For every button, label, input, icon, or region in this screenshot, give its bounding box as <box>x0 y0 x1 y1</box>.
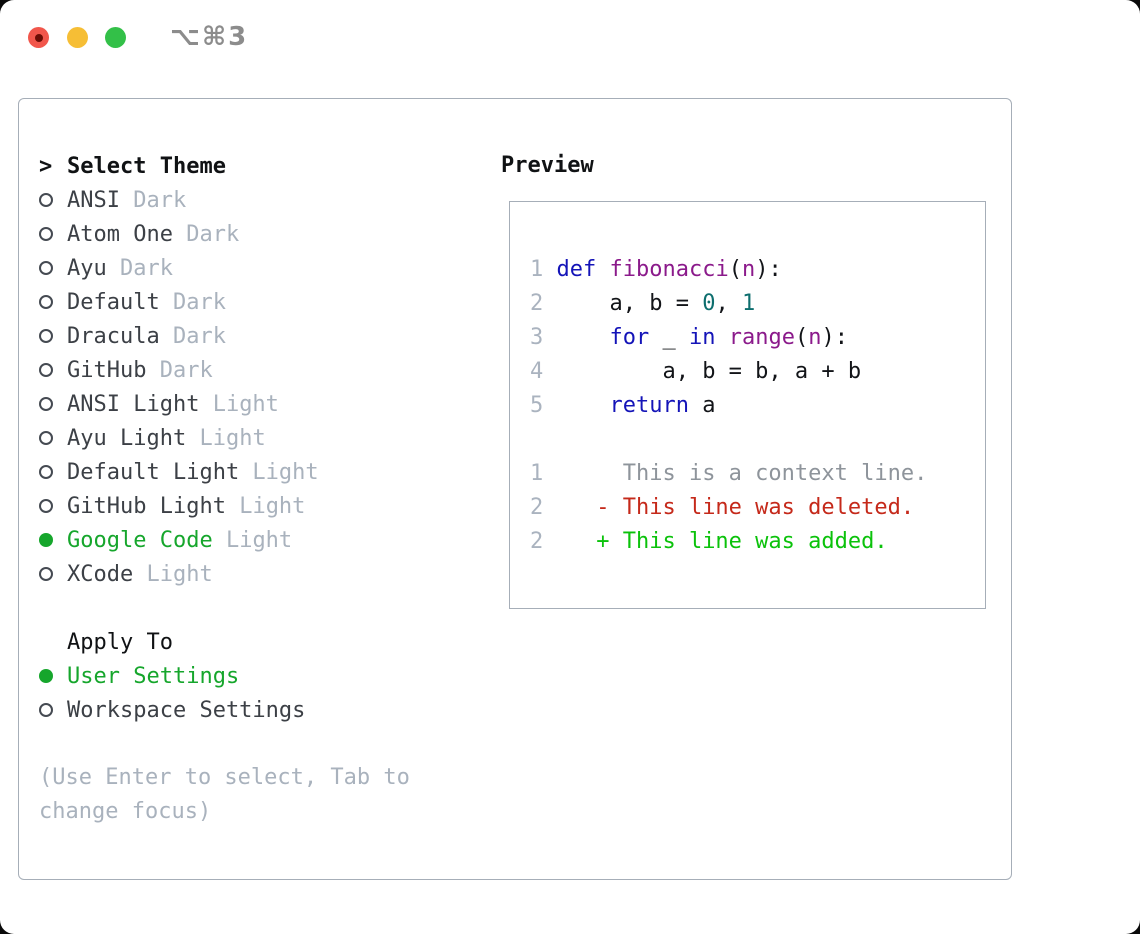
theme-variant-label: Light <box>212 527 293 553</box>
option-label: Ayu Light <box>67 425 187 451</box>
code-line <box>530 423 927 457</box>
minimize-window-button[interactable] <box>67 27 88 48</box>
radio-selected-icon <box>39 669 67 683</box>
theme-option-github-light[interactable]: GitHub Light Light <box>39 489 410 523</box>
zoom-window-button[interactable] <box>105 27 126 48</box>
theme-variant-label: Light <box>199 391 279 417</box>
theme-variant-label: Light <box>133 561 213 587</box>
option-label: ANSI Light <box>67 391 200 417</box>
theme-option-github[interactable]: GitHub Dark <box>39 353 410 387</box>
spacer <box>39 727 410 761</box>
theme-option-google-code[interactable]: Google Code Light <box>39 523 410 557</box>
code-line: 3 for _ in range(n): <box>530 325 848 350</box>
option-label: User Settings <box>67 663 240 689</box>
theme-variant-label: Dark <box>106 255 173 281</box>
code-line: 2 - This line was deleted. <box>530 495 915 520</box>
apply-option-workspace-settings[interactable]: Workspace Settings <box>39 693 410 727</box>
apply-to-header: Apply To <box>39 625 410 659</box>
focus-caret-icon: > <box>39 153 53 179</box>
option-label: Default <box>67 289 160 315</box>
close-window-button[interactable] <box>28 27 49 48</box>
theme-variant-label: Dark <box>172 221 240 247</box>
option-label: Dracula <box>67 323 160 349</box>
theme-option-default[interactable]: Default Dark <box>39 285 410 319</box>
option-label: GitHub Light <box>67 493 226 519</box>
theme-variant-label: Light <box>186 425 266 451</box>
code-line: 4 a, b = b, a + b <box>530 359 862 384</box>
radio-unselected-icon <box>39 329 67 343</box>
theme-option-ansi-light[interactable]: ANSI Light Light <box>39 387 410 421</box>
radio-unselected-icon <box>39 397 67 411</box>
option-label: ANSI <box>67 187 120 213</box>
radio-unselected-icon <box>39 227 67 241</box>
preview-title: Preview <box>501 153 594 178</box>
radio-unselected-icon <box>39 193 67 207</box>
radio-unselected-icon <box>39 703 67 717</box>
theme-option-dracula[interactable]: Dracula Dark <box>39 319 410 353</box>
theme-option-xcode[interactable]: XCode Light <box>39 557 410 591</box>
keyboard-hint: (Use Enter to select, Tab to change focu… <box>39 765 410 824</box>
theme-option-ayu[interactable]: Ayu Dark <box>39 251 410 285</box>
code-line: 1 def fibonacci(n): <box>530 257 782 282</box>
theme-variant-label: Light <box>239 459 319 485</box>
radio-selected-icon <box>39 533 67 547</box>
theme-option-atom-one[interactable]: Atom One Dark <box>39 217 410 251</box>
radio-unselected-icon <box>39 261 67 275</box>
theme-variant-label: Dark <box>159 289 226 315</box>
theme-variant-label: Light <box>225 493 306 519</box>
code-line: 2 a, b = 0, 1 <box>530 291 756 316</box>
radio-unselected-icon <box>39 499 67 513</box>
apply-to-title: Apply To <box>67 629 173 655</box>
radio-unselected-icon <box>39 295 67 309</box>
theme-option-ayu-light[interactable]: Ayu Light Light <box>39 421 410 455</box>
spacer <box>39 591 410 625</box>
preview-box: 1 def fibonacci(n): 2 a, b = 0, 1 3 for _ … <box>509 201 986 609</box>
radio-unselected-icon <box>39 465 67 479</box>
option-label: GitHub <box>67 357 147 383</box>
option-label: Atom One <box>67 221 173 247</box>
theme-option-default-light[interactable]: Default Light Light <box>39 455 410 489</box>
theme-variant-label: Dark <box>159 323 226 349</box>
theme-variant-label: Dark <box>146 357 213 383</box>
option-label: Default Light <box>67 459 240 485</box>
radio-unselected-icon <box>39 363 67 377</box>
window-title: ⌥⌘3 <box>170 22 249 52</box>
theme-variant-label: Dark <box>119 187 187 213</box>
code-line: 5 return a <box>530 393 716 418</box>
option-label: Ayu <box>67 255 107 281</box>
select-theme-title: Select Theme <box>67 153 226 179</box>
code-preview: 1 def fibonacci(n): 2 a, b = 0, 1 3 for _ … <box>530 253 927 559</box>
option-label: Workspace Settings <box>67 697 306 723</box>
apply-option-user-settings[interactable]: User Settings <box>39 659 410 693</box>
radio-unselected-icon <box>39 431 67 445</box>
option-label: Google Code <box>67 527 213 553</box>
code-line: 1 This is a context line. <box>530 461 928 486</box>
radio-unselected-icon <box>39 567 67 581</box>
option-label: XCode <box>67 561 134 587</box>
theme-option-ansi[interactable]: ANSI Dark <box>39 183 410 217</box>
select-theme-header: > Select Theme <box>39 149 410 183</box>
code-line: 2 + This line was added. <box>530 529 888 554</box>
